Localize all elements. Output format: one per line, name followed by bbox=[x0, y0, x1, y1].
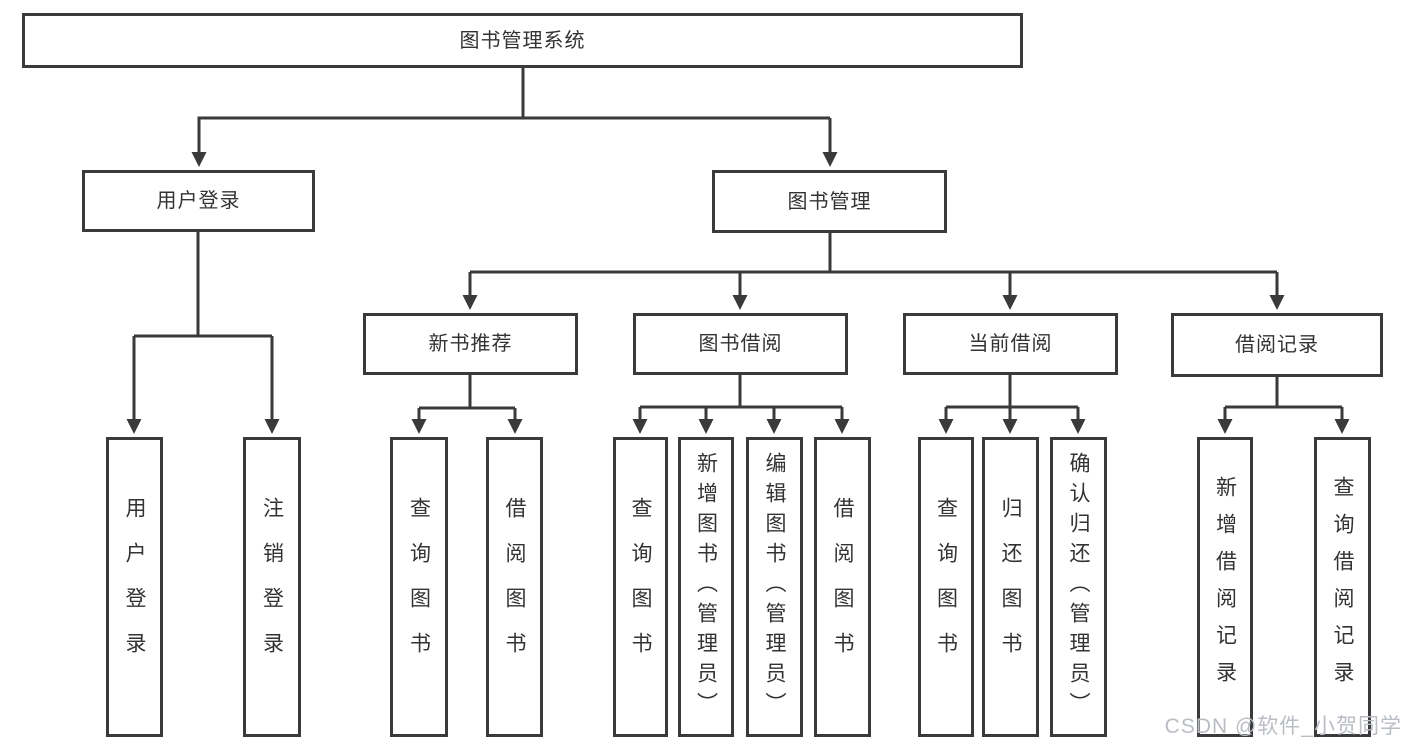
leaf-logout: 注销登录 bbox=[243, 437, 301, 737]
leaf-query-books-current: 查询图书 bbox=[918, 437, 974, 737]
node-root: 图书管理系统 bbox=[22, 13, 1023, 68]
leaf-add-borrow-record: 新增借阅记录 bbox=[1197, 437, 1253, 737]
leaf-user-login: 用户登录 bbox=[106, 437, 163, 737]
node-user-login: 用户登录 bbox=[82, 170, 315, 232]
node-current-borrow: 当前借阅 bbox=[903, 313, 1118, 375]
leaf-add-books-admin: 新增图书（管理员） bbox=[678, 437, 734, 737]
leaf-query-borrow-record: 查询借阅记录 bbox=[1314, 437, 1371, 737]
leaf-edit-books-admin: 编辑图书（管理员） bbox=[746, 437, 803, 737]
node-borrow-records: 借阅记录 bbox=[1171, 313, 1383, 377]
leaf-confirm-return-admin: 确认归还（管理员） bbox=[1050, 437, 1107, 737]
node-book-borrow: 图书借阅 bbox=[633, 313, 848, 375]
leaf-borrow-books-recommend: 借阅图书 bbox=[486, 437, 543, 737]
leaf-borrow-books: 借阅图书 bbox=[814, 437, 871, 737]
leaf-query-books-recommend: 查询图书 bbox=[390, 437, 448, 737]
leaf-query-books-borrow: 查询图书 bbox=[613, 437, 668, 737]
node-book-management: 图书管理 bbox=[712, 170, 947, 233]
leaf-return-books: 归还图书 bbox=[982, 437, 1039, 737]
node-new-book-recommend: 新书推荐 bbox=[363, 313, 578, 375]
csdn-watermark: CSDN @软件_小贺同学 bbox=[1164, 715, 1402, 738]
